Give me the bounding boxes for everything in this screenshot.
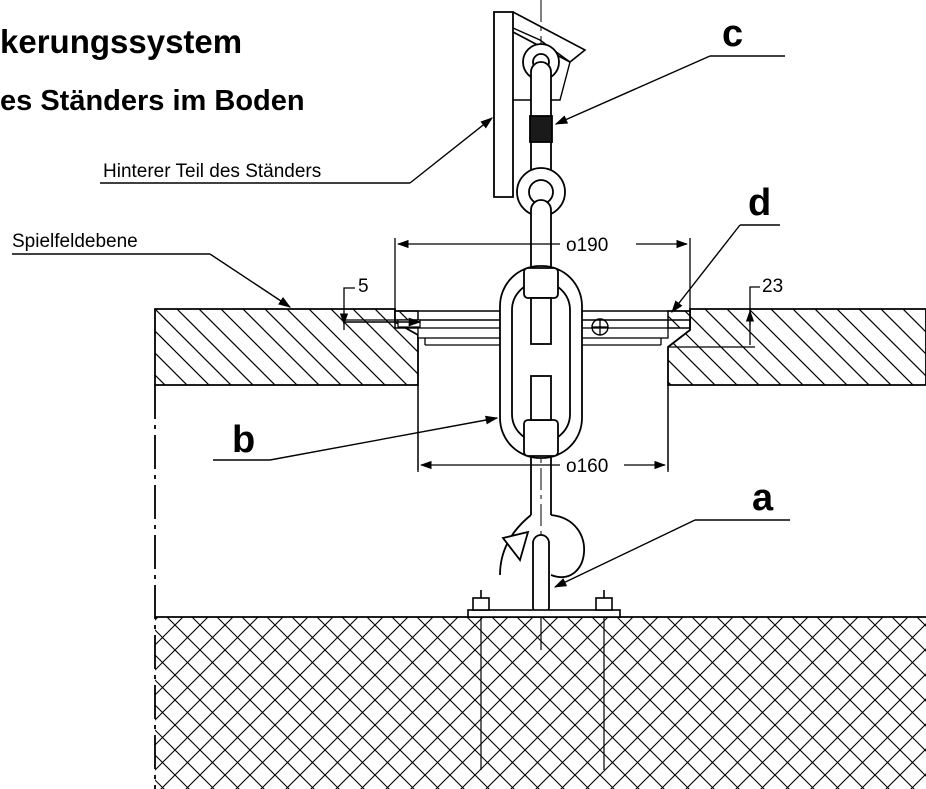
- callout-letter-b: b: [232, 419, 255, 461]
- stand-rear-part: [493, 11, 587, 198]
- tension-chain: [499, 0, 585, 650]
- dimension-depth-left: [339, 287, 395, 330]
- callout-letter-d: d: [748, 182, 771, 224]
- dimension-depth-right-label: 23: [762, 276, 783, 297]
- floor-slab: [154, 308, 926, 470]
- turnbuckle: [499, 265, 583, 459]
- dimension-bottom: [417, 385, 669, 472]
- dimension-bottom-label: o160: [566, 456, 608, 477]
- diagram-title: kerungssystem: [0, 23, 242, 60]
- dimension-top-label: o190: [566, 235, 608, 256]
- diagram-subtitle: es Ständers im Boden: [0, 85, 305, 117]
- dimension-depth-left-label: 5: [358, 276, 369, 297]
- label-rear-part: Hinterer Teil des Ständers: [103, 161, 321, 182]
- dimension-depth-right: [668, 286, 760, 348]
- leader-lines: [12, 55, 790, 588]
- label-field-level: Spielfeldebene: [12, 231, 138, 252]
- callout-letter-c: c: [722, 13, 743, 55]
- dimension-top: [394, 238, 691, 311]
- chain-sleeve: [529, 115, 553, 143]
- callout-letter-a: a: [752, 477, 774, 519]
- anchor-plate: [467, 590, 621, 770]
